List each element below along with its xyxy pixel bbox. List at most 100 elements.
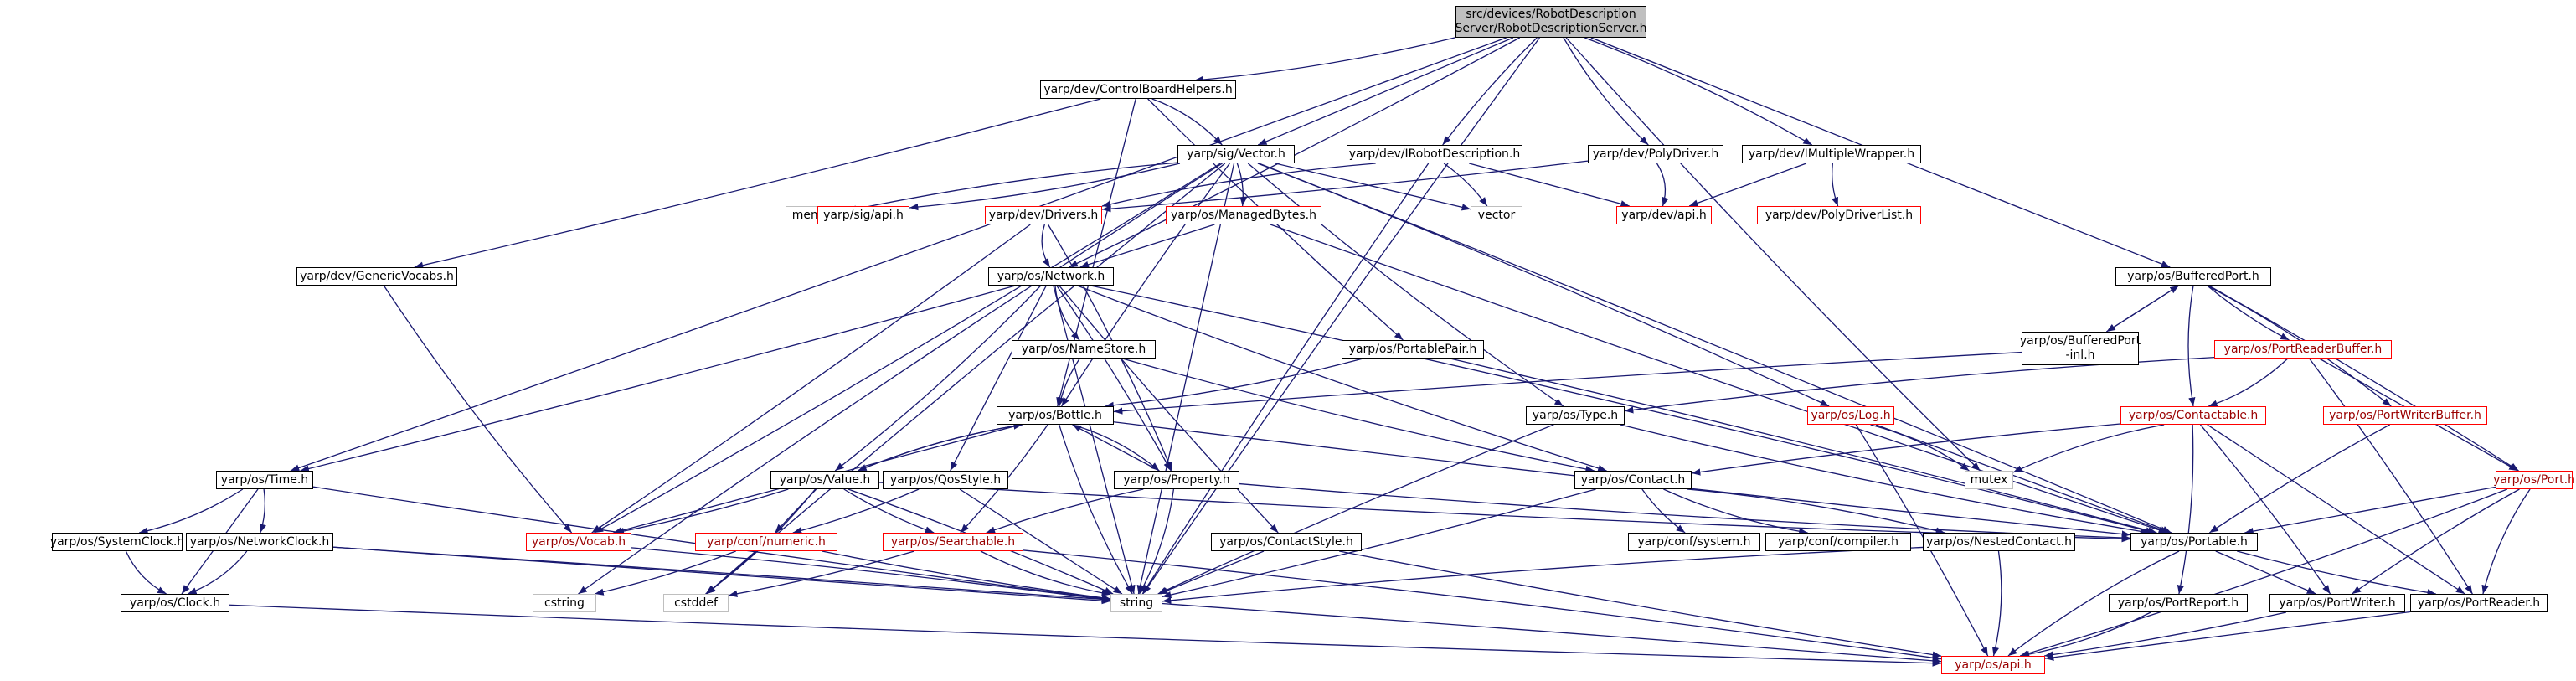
edge-sigvec-to-bottle	[1061, 163, 1230, 407]
node-networkclock-h[interactable]: yarp/os/NetworkClock.h	[186, 533, 333, 551]
edge-portable-to-preader	[2237, 550, 2436, 596]
node-type-h[interactable]: yarp/os/Type.h	[1526, 406, 1625, 425]
edge-preader-to-osapi	[2044, 611, 2411, 661]
node-contactable-h[interactable]: yarp/os/Contactable.h	[2120, 406, 2266, 425]
edge-pwb-to-portable	[2208, 424, 2390, 534]
node-portreader-h[interactable]: yarp/os/PortReader.h	[2410, 594, 2548, 612]
edge-network-to-value	[834, 285, 1042, 472]
node-controlboardhelpers-h[interactable]: yarp/dev/ControlBoardHelpers.h	[1040, 80, 1236, 99]
edge-searchable-to-cstddef	[728, 550, 914, 597]
edge-imw-to-pdl	[1832, 163, 1839, 207]
edge-qos-to-string	[959, 488, 1123, 595]
edge-property-to-string	[1139, 488, 1175, 595]
node-contact-h[interactable]: yarp/os/Contact.h	[1574, 471, 1692, 489]
edge-mbytes-to-portable	[1270, 224, 2168, 534]
edge-value-to-bottle	[858, 422, 1023, 472]
node-bufferedport-h[interactable]: yarp/os/BufferedPort.h	[2115, 267, 2271, 286]
node-dev-api-h[interactable]: yarp/dev/api.h	[1616, 206, 1712, 224]
edge-sigvec-to-vector	[1275, 163, 1471, 211]
node-time-h[interactable]: yarp/os/Time.h	[216, 471, 313, 489]
edge-root-to-mutex	[1565, 37, 1981, 472]
node-namestore-h[interactable]: yarp/os/NameStore.h	[1012, 340, 1156, 359]
edge-contactable-to-pwriter	[2199, 424, 2331, 595]
node-conf-compiler-h[interactable]: yarp/conf/compiler.h	[1765, 533, 1911, 551]
node-sig-vector-h[interactable]: yarp/sig/Vector.h	[1177, 145, 1295, 163]
edge-poly-to-devapi	[1656, 163, 1669, 207]
node-numeric-h[interactable]: yarp/conf/numeric.h	[695, 533, 837, 551]
edge-nested-to-osapi	[1991, 550, 2002, 657]
node-sig-api-h[interactable]: yarp/sig/api.h	[817, 206, 909, 224]
node-portablepair-h[interactable]: yarp/os/PortablePair.h	[1342, 340, 1484, 359]
edge-portable-to-pwriter	[2215, 550, 2316, 595]
node-cstring[interactable]: cstring	[533, 594, 596, 612]
node-portreport-h[interactable]: yarp/os/PortReport.h	[2109, 594, 2248, 612]
edge-root-to-cbh	[1193, 37, 1456, 84]
node-mutex[interactable]: mutex	[1965, 471, 2013, 489]
node-robotdescriptionserver-h[interactable]: src/devices/RobotDescription Server/Robo…	[1455, 6, 1646, 38]
edge-contact-to-confsys	[1641, 488, 1686, 534]
edge-time-to-netclock	[260, 488, 266, 534]
edge-pwriter-to-osapi	[2044, 611, 2287, 658]
node-polydriverlist-h[interactable]: yarp/dev/PolyDriverList.h	[1757, 206, 1921, 224]
edge-contactable-to-preport	[2177, 424, 2194, 595]
node-cstddef[interactable]: cstddef	[663, 594, 729, 612]
edge-sigvec-to-mbytes	[1236, 163, 1247, 207]
edge-bport-to-contactable	[2187, 285, 2196, 407]
edge-contact-to-confcomp	[1663, 488, 1808, 535]
node-nestedcontact-h[interactable]: yarp/os/NestedContact.h	[1923, 533, 2075, 551]
node-bufferedport-inl-h[interactable]: yarp/os/BufferedPort -inl.h	[2020, 332, 2141, 365]
node-value-h[interactable]: yarp/os/Value.h	[770, 471, 879, 489]
edge-cbh-to-sigvec	[1151, 98, 1223, 146]
edge-network-to-qos	[950, 285, 1047, 472]
edge-mbytes-to-network	[1079, 224, 1215, 268]
edge-network-to-portable	[1090, 285, 2155, 534]
node-log-h[interactable]: yarp/os/Log.h	[1807, 406, 1894, 425]
node-irobotdescription-h[interactable]: yarp/dev/IRobotDescription.h	[1347, 145, 1522, 163]
edge-sigvec-to-string	[1136, 163, 1235, 595]
edge-port-to-osapi	[2019, 488, 2508, 658]
edge-sigvec-to-sigapi	[909, 163, 1181, 211]
node-systemclock-h[interactable]: yarp/os/SystemClock.h	[50, 533, 184, 551]
edge-bport-to-prb	[2207, 285, 2290, 341]
edge-irob-to-string	[1141, 163, 1430, 595]
node-string[interactable]: string	[1110, 594, 1162, 612]
edge-port-to-preader	[2481, 488, 2531, 595]
node-contactstyle-h[interactable]: yarp/os/ContactStyle.h	[1211, 533, 1362, 551]
node-portreaderbuffer-h[interactable]: yarp/os/PortReaderBuffer.h	[2214, 340, 2392, 359]
edge-bport-to-port	[2208, 285, 2519, 472]
edge-sysclock-to-clock	[125, 550, 167, 595]
node-port-h[interactable]: yarp/os/Port.h	[2493, 471, 2575, 489]
node-network-h[interactable]: yarp/os/Network.h	[988, 267, 1114, 286]
node-polydriver-h[interactable]: yarp/dev/PolyDriver.h	[1588, 145, 1723, 163]
node-portable-h[interactable]: yarp/os/Portable.h	[2130, 533, 2258, 551]
node-portwriterbuffer-h[interactable]: yarp/os/PortWriterBuffer.h	[2323, 406, 2487, 425]
edge-preport-to-osapi	[2020, 611, 2151, 658]
node-qosstyle-h[interactable]: yarp/os/QosStyle.h	[883, 471, 1008, 489]
edge-gv-to-vocab	[383, 285, 573, 534]
edge-namestore-to-bottle	[1057, 358, 1080, 407]
edge-drivers-to-network	[1041, 224, 1051, 268]
node-managedbytes-h[interactable]: yarp/os/ManagedBytes.h	[1166, 206, 1321, 224]
node-searchable-h[interactable]: yarp/os/Searchable.h	[883, 533, 1023, 551]
node-vocab-h[interactable]: yarp/os/Vocab.h	[526, 533, 631, 551]
node-vector[interactable]: vector	[1471, 206, 1522, 224]
edge-vocab-to-string	[631, 547, 1111, 603]
node-drivers-h[interactable]: yarp/dev/Drivers.h	[985, 206, 1102, 224]
edge-sigvec-to-portable	[1258, 163, 2172, 534]
edge-property-to-portable	[1239, 482, 2131, 542]
node-clock-h[interactable]: yarp/os/Clock.h	[121, 594, 229, 612]
edge-cbh-to-bottle	[1056, 98, 1136, 407]
edge-prb-to-contactable	[2208, 358, 2289, 407]
edge-sigvec-to-cstddef	[706, 163, 1226, 595]
node-portwriter-h[interactable]: yarp/os/PortWriter.h	[2269, 594, 2405, 612]
edge-clock-to-osapi	[229, 604, 1942, 667]
node-imultiplewrapper-h[interactable]: yarp/dev/IMultipleWrapper.h	[1742, 145, 1921, 163]
edge-ppair-to-portable	[1450, 358, 2157, 534]
node-property-h[interactable]: yarp/os/Property.h	[1114, 471, 1239, 489]
edge-log-to-portable	[1875, 424, 2170, 534]
node-genericvocabs-h[interactable]: yarp/dev/GenericVocabs.h	[296, 267, 457, 286]
node-bottle-h[interactable]: yarp/os/Bottle.h	[997, 406, 1114, 425]
node-os-api-h[interactable]: yarp/os/api.h	[1941, 656, 2045, 674]
node-conf-system-h[interactable]: yarp/conf/system.h	[1628, 533, 1760, 551]
